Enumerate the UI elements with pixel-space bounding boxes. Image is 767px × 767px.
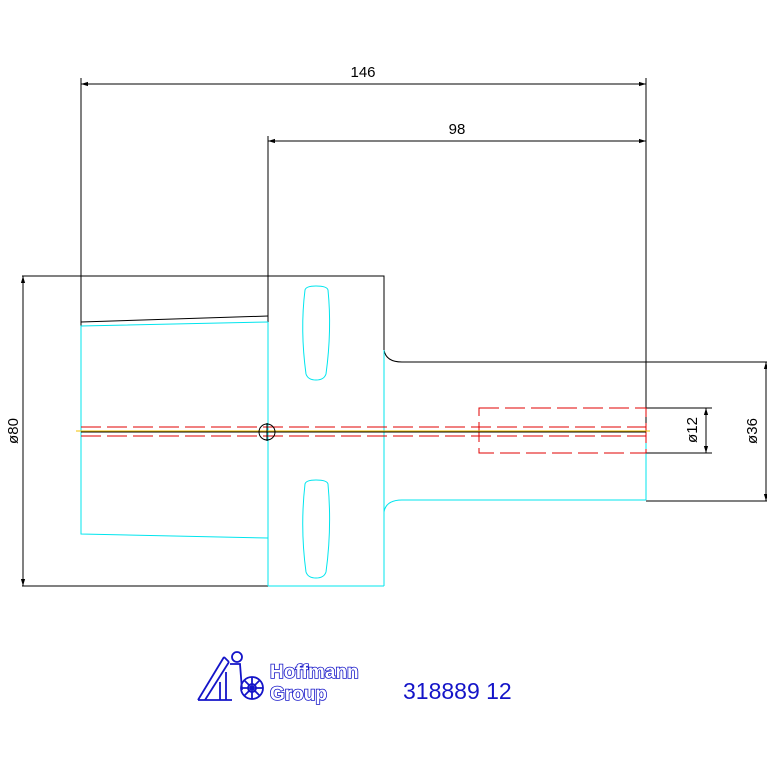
shoulder-fillet-bottom [383,499,646,513]
slot-upper [302,285,331,381]
slot-lower [302,479,331,579]
dimension-bore-diameter: ø12 [684,408,709,453]
shoulder-fillet-top [383,349,767,363]
origin-marker [258,423,276,441]
logo-text-line1: Hoffmann [270,662,359,683]
dimension-overall-length: 146 [80,64,647,432]
bore-edge-top [80,315,269,323]
dimension-label-d12: ø12 [684,417,701,443]
logo-mark-icon [197,651,264,701]
dimension-label-d36: ø36 [744,418,761,444]
dimension-shank-diameter: ø36 [744,362,767,501]
inner-bore-bottom [80,432,269,539]
dimension-label-d80: ø80 [5,418,22,444]
dimension-label-98: 98 [449,121,466,138]
part-outline [22,275,767,587]
hoffmann-group-logo: Hoffmann Group [197,651,359,706]
dimension-body-diameter: ø80 [5,276,26,586]
part-number: 318889 12 [403,678,512,704]
inner-bore-top [80,321,269,432]
outline-top [22,275,385,350]
part-surfaces [80,285,647,587]
logo-text-line2: Group [270,684,327,705]
dimension-label-146: 146 [350,64,375,81]
